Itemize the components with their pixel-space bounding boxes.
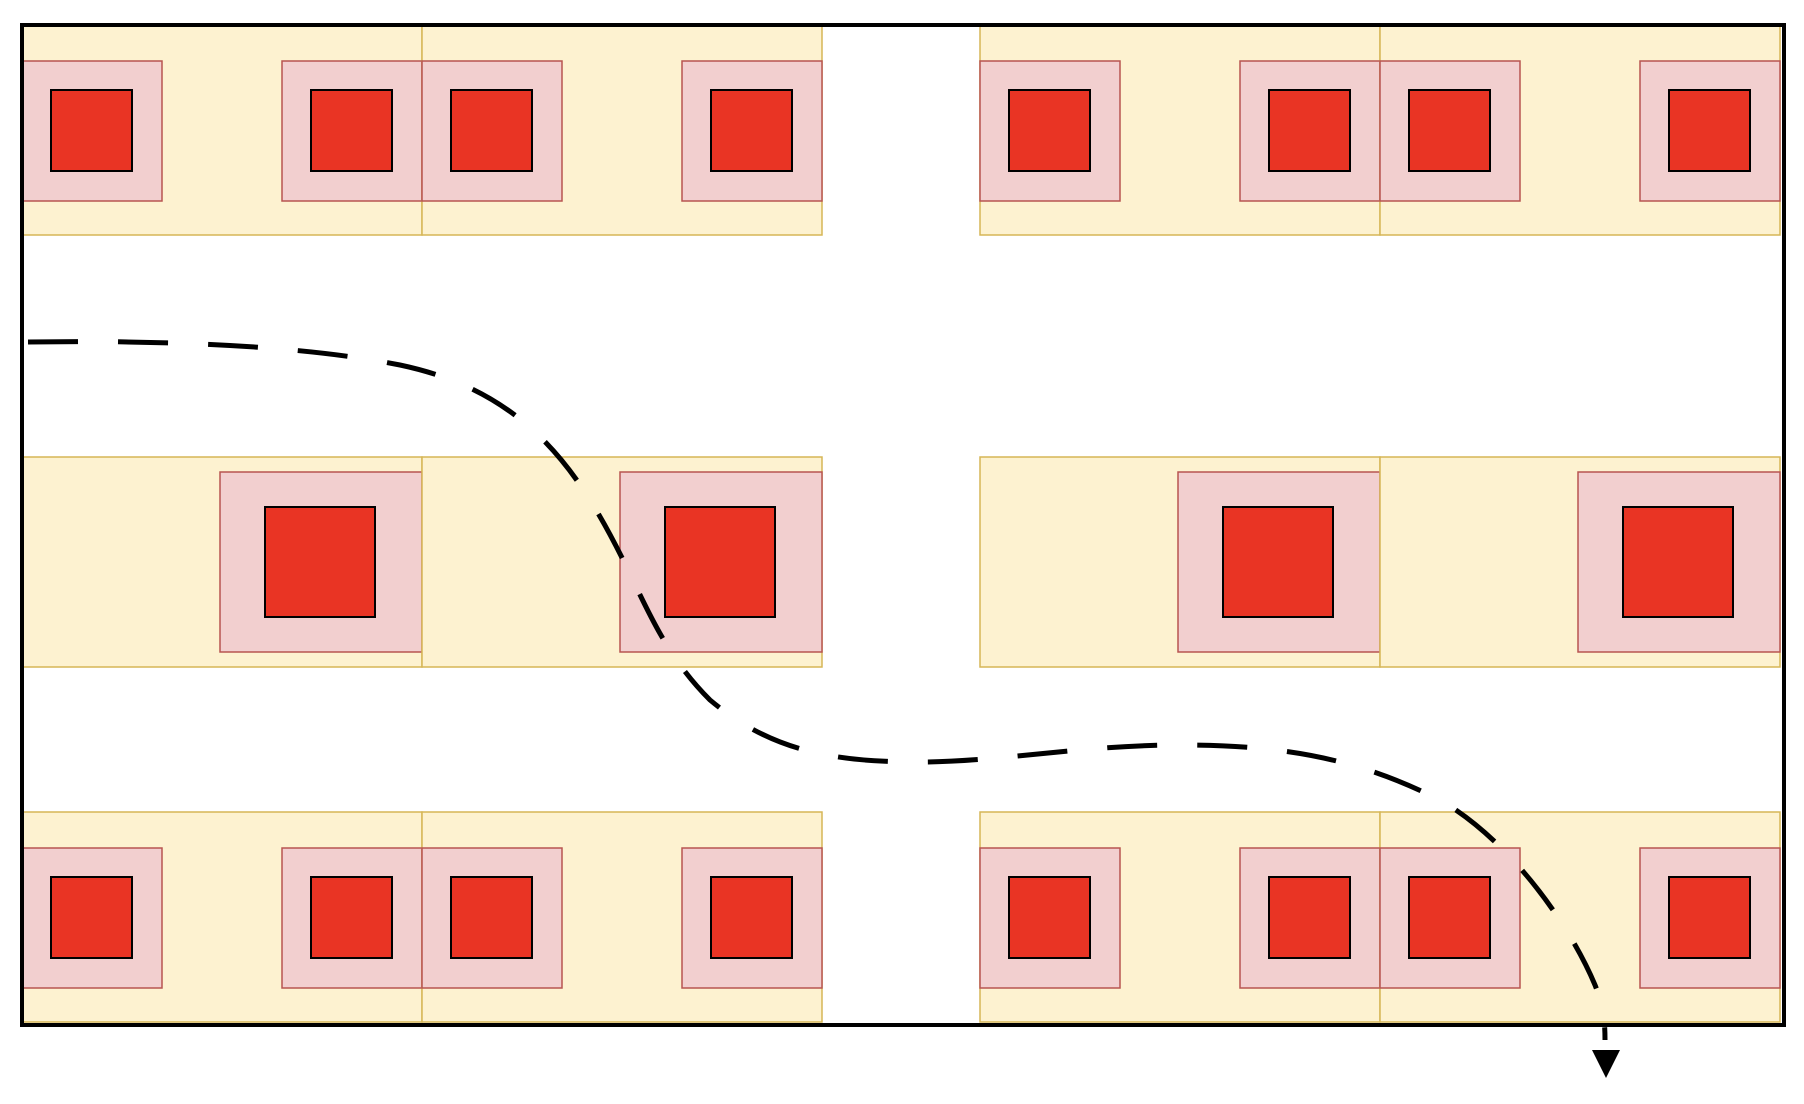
- core-bottom-left-2-1: [450, 876, 533, 959]
- core-top-right-2-2: [1668, 89, 1751, 172]
- dashed-route-arrow: [27, 339, 1608, 1041]
- core-top-left-2-1: [450, 89, 533, 172]
- core-top-right-2-1: [1408, 89, 1491, 172]
- core-middle-right-2: [1622, 506, 1734, 618]
- core-bottom-right-2-1: [1408, 876, 1491, 959]
- core-middle-left-1: [264, 506, 376, 618]
- core-top-left-1-2: [310, 89, 393, 172]
- core-top-left-1-1: [50, 89, 133, 172]
- core-middle-right-1: [1222, 506, 1334, 618]
- core-bottom-left-1-1: [50, 876, 133, 959]
- core-bottom-left-2-2: [710, 876, 793, 959]
- core-top-right-1-1: [1008, 89, 1091, 172]
- tile-grid: [21, 24, 1781, 1023]
- core-bottom-right-1-2: [1268, 876, 1351, 959]
- core-top-right-1-2: [1268, 89, 1351, 172]
- core-top-left-2-2: [710, 89, 793, 172]
- arrowhead-icon: [1592, 1050, 1620, 1078]
- core-bottom-right-2-2: [1668, 876, 1751, 959]
- core-bottom-left-1-2: [310, 876, 393, 959]
- core-middle-left-2: [664, 506, 776, 618]
- core-bottom-right-1-1: [1008, 876, 1091, 959]
- boundary-frame: [20, 23, 1786, 1027]
